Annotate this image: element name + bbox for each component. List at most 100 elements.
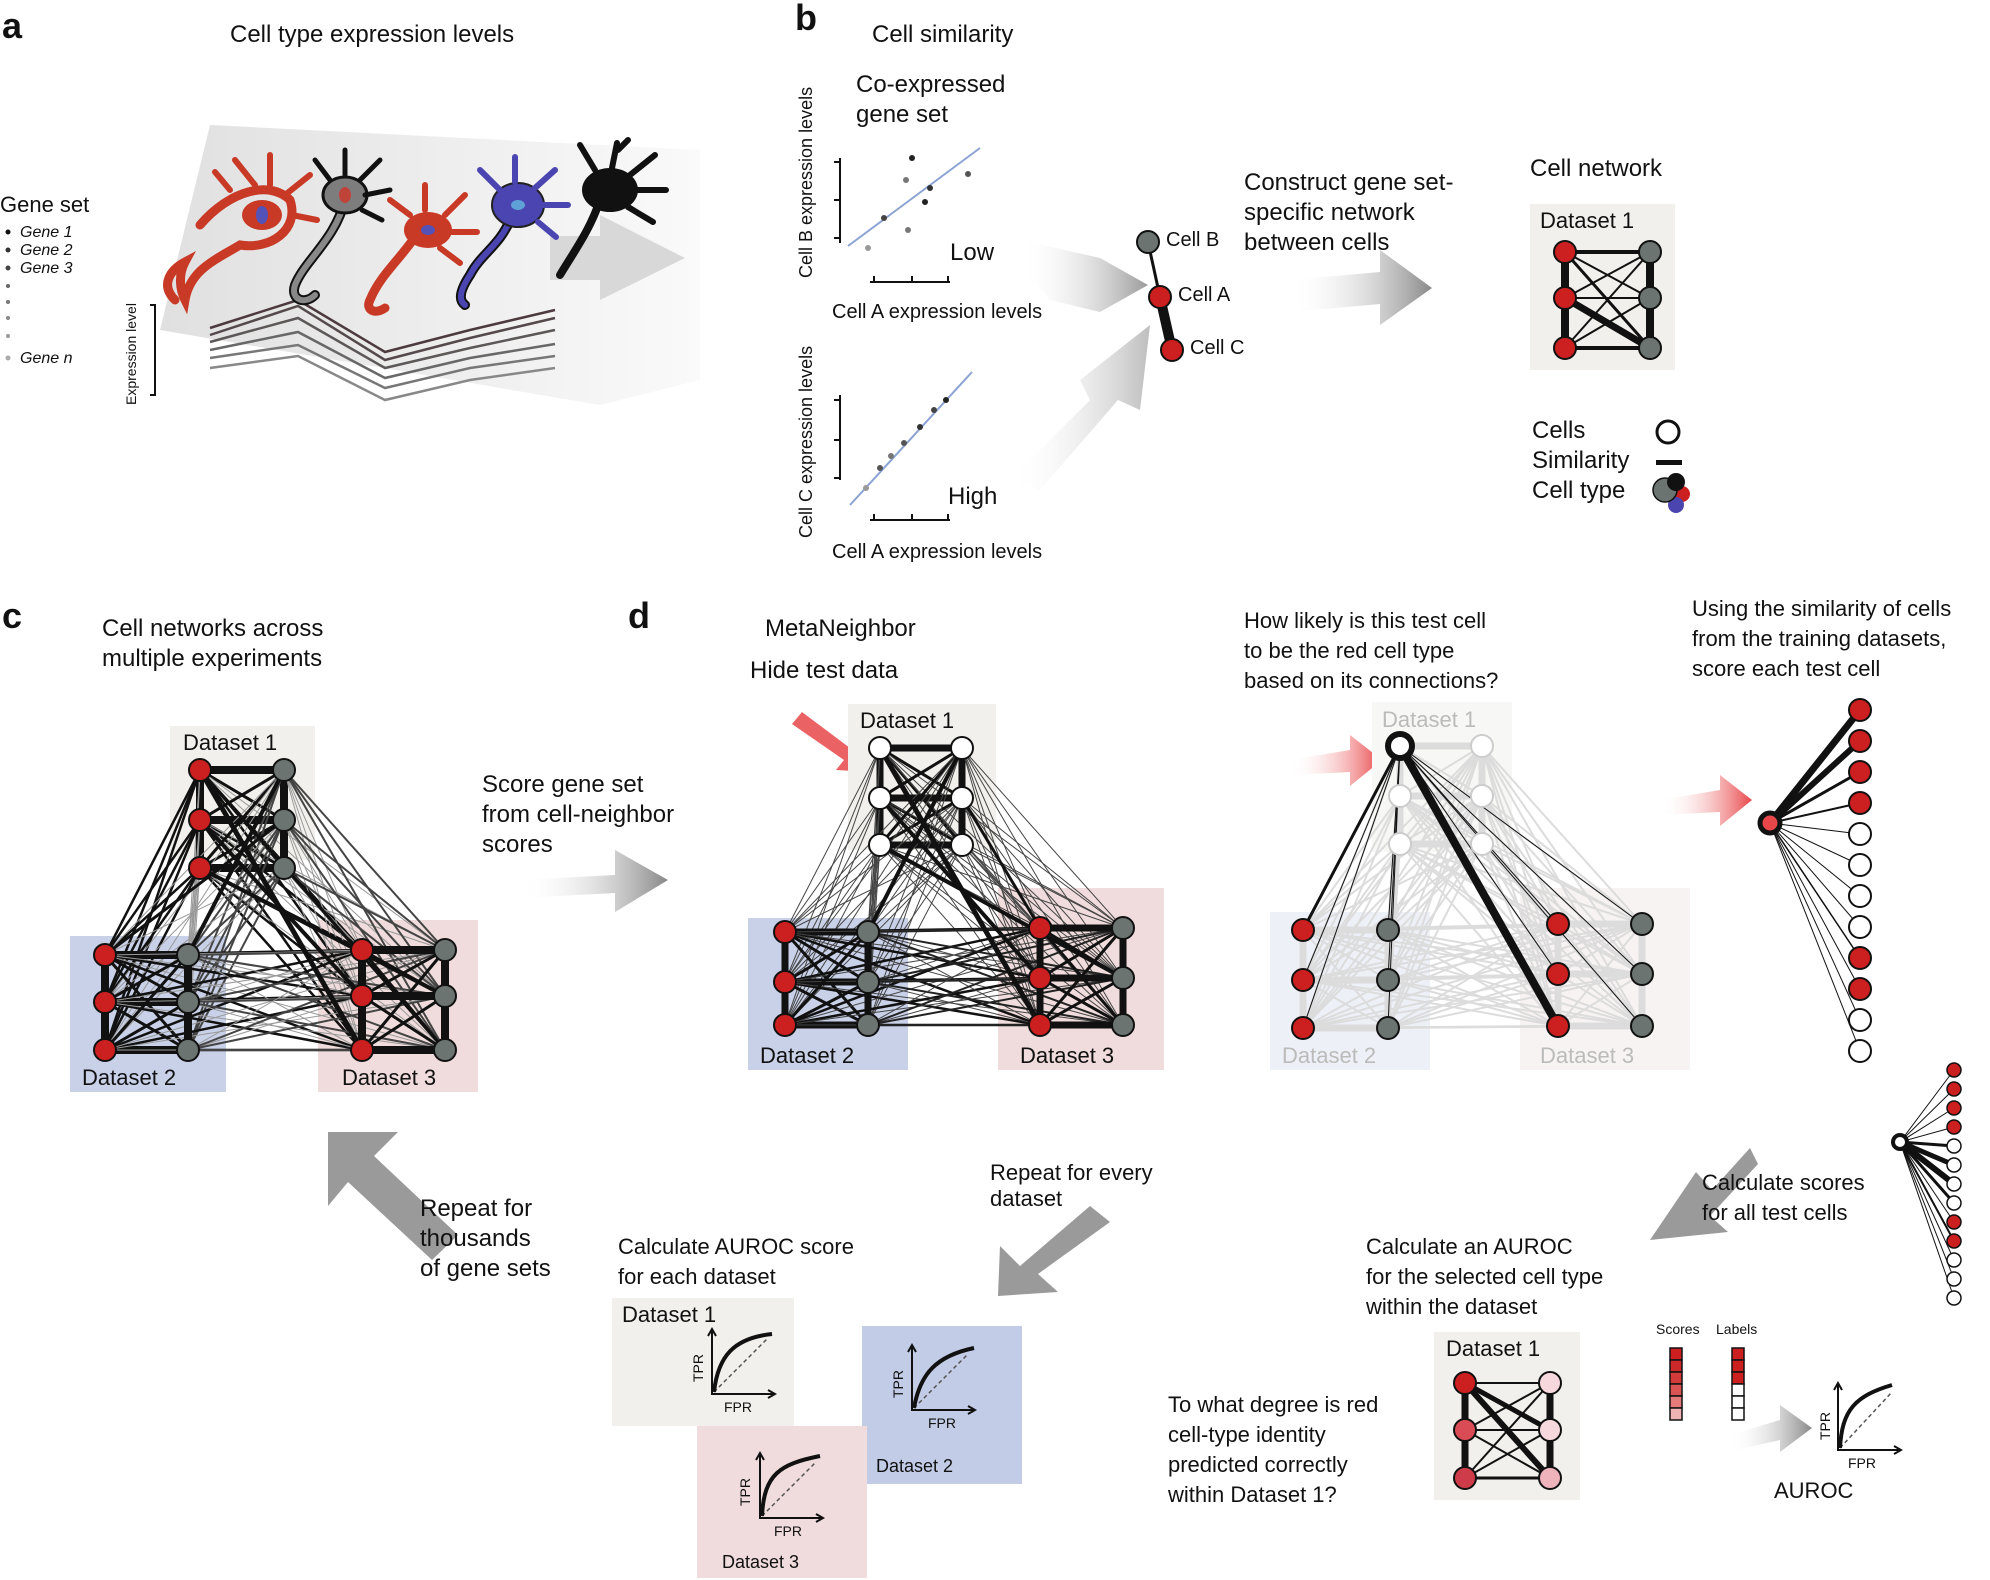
gray-cell-node bbox=[1111, 966, 1135, 990]
roc2-tpr: TPR bbox=[890, 1370, 906, 1398]
expression-lines bbox=[209, 298, 556, 402]
roc-dataset3-bg bbox=[697, 1426, 867, 1578]
expression-line bbox=[209, 330, 556, 380]
network-edge-strong bbox=[198, 818, 364, 998]
score-cell bbox=[1669, 1407, 1683, 1421]
panel-c-title-line2: multiple experiments bbox=[102, 645, 322, 672]
star-edges bbox=[1767, 707, 1863, 1052]
network-edge-strong bbox=[960, 797, 1042, 929]
small-star-white-node bbox=[1946, 1290, 1962, 1306]
star-red-node bbox=[1848, 729, 1872, 753]
auroc-label: AUROC bbox=[1774, 1478, 1854, 1503]
test-cell-edge bbox=[1399, 745, 1559, 975]
faded-edge bbox=[1481, 745, 1643, 925]
degree-line2: cell-type identity bbox=[1168, 1422, 1326, 1447]
network-edge bbox=[784, 844, 963, 983]
faded-edge bbox=[1481, 795, 1643, 925]
construct-text-line2: specific network bbox=[1244, 199, 1416, 226]
gene-list: Gene 1 Gene 2 Gene 3 Gene n bbox=[5, 224, 73, 367]
using-similarity-line1: Using the similarity of cells bbox=[1692, 596, 1951, 621]
repeat-every-line1: Repeat for every bbox=[990, 1160, 1153, 1185]
arrow-repeat-every-dataset bbox=[998, 1206, 1110, 1296]
faded-network: Dataset 1 Dataset 2 Dataset 3 bbox=[1270, 702, 1690, 1070]
degree-line4: within Dataset 1? bbox=[1167, 1482, 1337, 1507]
red-cell-node bbox=[188, 808, 212, 832]
faded-node bbox=[1630, 1014, 1654, 1038]
small-star-red-node bbox=[1946, 1100, 1962, 1116]
data-point bbox=[931, 407, 937, 413]
network-edge bbox=[878, 747, 964, 846]
plot1-y-ticks bbox=[834, 161, 840, 239]
gray-cell-node bbox=[856, 970, 880, 994]
network-edge bbox=[187, 954, 446, 1051]
roc-tile-dataset2: TPR FPR Dataset 2 bbox=[862, 1326, 1022, 1484]
red-cell-node bbox=[1028, 916, 1052, 940]
network-edge bbox=[283, 867, 446, 951]
gray-cell-node bbox=[856, 1013, 880, 1037]
faded-edge bbox=[1399, 745, 1483, 797]
auroc-diagonal bbox=[1839, 1391, 1893, 1449]
faded-edge bbox=[1387, 979, 1643, 1027]
small-star-edge bbox=[1899, 1141, 1955, 1223]
red-cell-node bbox=[350, 938, 374, 962]
small-star-edge bbox=[1899, 1141, 1955, 1242]
roc1-axes bbox=[711, 1330, 774, 1395]
faded-node bbox=[1470, 832, 1494, 856]
star-edge bbox=[1769, 822, 1861, 928]
star-white-node bbox=[1848, 915, 1872, 939]
small-star-edge bbox=[1899, 1069, 1955, 1143]
network-edge bbox=[187, 867, 285, 956]
star-center-test-cell bbox=[1757, 810, 1783, 836]
question-line3: based on its connections? bbox=[1244, 668, 1498, 693]
score-gene-set-line3: scores bbox=[482, 831, 553, 858]
faded-edge bbox=[1557, 923, 1643, 1027]
small-star-red-node bbox=[1946, 1119, 1962, 1135]
gene-dot bbox=[5, 247, 11, 253]
gray-cell-node bbox=[433, 938, 457, 962]
faded-node bbox=[1388, 784, 1412, 808]
repeat-gene-sets-line1: Repeat for bbox=[420, 1195, 532, 1222]
arrow-score-to-metaneighbor bbox=[520, 850, 668, 912]
question-line1: How likely is this test cell bbox=[1244, 608, 1486, 633]
legend-cells: Cells bbox=[1532, 417, 1585, 444]
panel-b-title: Cell similarity bbox=[872, 21, 1013, 48]
faded-node bbox=[1546, 962, 1570, 986]
expression-line bbox=[209, 304, 556, 362]
auroc-fpr-label: FPR bbox=[1848, 1455, 1876, 1471]
faded-edge bbox=[1387, 979, 1559, 1027]
arrow-calc-scores bbox=[1650, 1148, 1758, 1240]
test-cell-edge bbox=[1399, 745, 1643, 975]
network-edge-strong bbox=[186, 769, 286, 956]
hidden-test-node bbox=[868, 736, 892, 760]
faded-node bbox=[1376, 968, 1400, 992]
legend-similarity-icon bbox=[1656, 460, 1682, 465]
faded-edge bbox=[1302, 929, 1389, 981]
network-legend: Cells Similarity Cell type bbox=[1532, 417, 1690, 513]
small-star-edge bbox=[1899, 1088, 1955, 1143]
small-star-center bbox=[1891, 1133, 1909, 1151]
c-dataset2-label: Dataset 2 bbox=[82, 1065, 176, 1090]
plot1-fit-line bbox=[847, 147, 981, 247]
score-cell bbox=[1669, 1371, 1683, 1385]
legend-similarity: Similarity bbox=[1532, 447, 1629, 474]
network-edge bbox=[104, 953, 189, 1004]
legend-cell-icon bbox=[1655, 419, 1681, 445]
result-node bbox=[1538, 1418, 1562, 1442]
gray-cell-node bbox=[433, 1038, 457, 1062]
data-point bbox=[901, 440, 907, 446]
network-edge bbox=[187, 1001, 363, 1051]
test-cell-edge bbox=[1396, 744, 1562, 1028]
auroc-axis-arrows bbox=[1833, 1380, 1904, 1455]
network-edge bbox=[283, 867, 446, 997]
plot2-x-label: Cell A expression levels bbox=[832, 541, 1042, 563]
roc-dataset3-label: Dataset 3 bbox=[722, 1552, 799, 1572]
network-edge bbox=[961, 797, 1124, 929]
roc3-axes bbox=[759, 1454, 822, 1519]
small-star-edge bbox=[1899, 1141, 1955, 1299]
faded-edge bbox=[1387, 923, 1643, 1029]
faded-node bbox=[1291, 918, 1315, 942]
panel-a-label: a bbox=[2, 5, 23, 46]
data-point bbox=[905, 227, 911, 233]
network-edge bbox=[867, 927, 1124, 1026]
small-star-edge bbox=[1899, 1141, 1955, 1261]
